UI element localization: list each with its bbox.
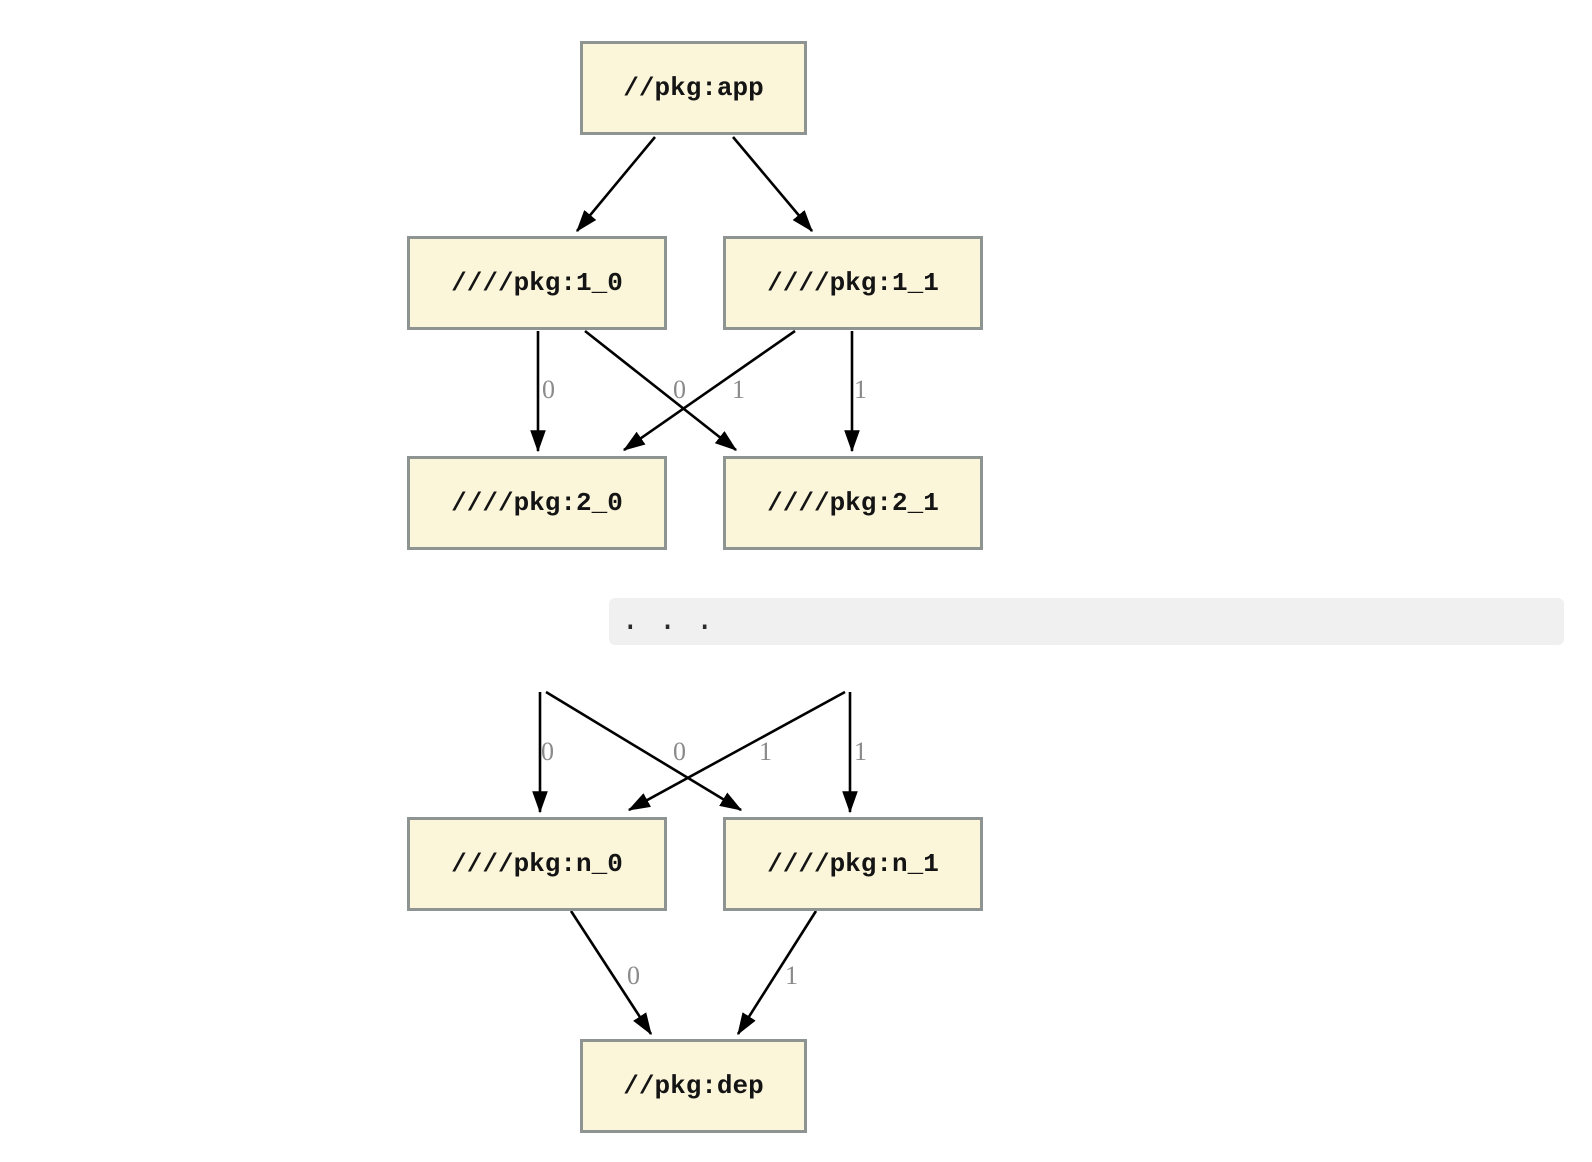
edge-n_0-dep	[569, 910, 653, 1036]
edge-label-n_0-dep: 0	[627, 961, 640, 990]
edge-ellipsis-n_1	[545, 690, 743, 812]
edge-label-ellipsis-n_0b: 0	[673, 737, 686, 766]
node-pkg-n-0: ////pkg:n_0	[407, 817, 667, 911]
edge-label-1_0-2_1: 1	[732, 375, 745, 404]
edge-label-n_1-dep: 1	[785, 961, 798, 990]
edge-app-1_0	[575, 136, 657, 233]
edge-label-ellipsis-n_1b: 1	[854, 737, 867, 766]
edge-label-ellipsis-n_1: 1	[759, 737, 772, 766]
edge-ellipsis-n_0b	[627, 690, 846, 812]
edge-app-1_1	[732, 136, 813, 232]
node-pkg-1-0: ////pkg:1_0	[407, 236, 667, 330]
node-pkg-n-1: ////pkg:n_1	[723, 817, 983, 911]
node-pkg-dep: //pkg:dep	[580, 1039, 807, 1133]
edge-n_1-dep	[736, 910, 818, 1036]
edge-1_1-2_0	[622, 329, 796, 452]
edge-label-1_1-2_0: 0	[673, 375, 686, 404]
ellipsis-bar: . . .	[609, 598, 1564, 645]
edge-label-ellipsis-n_0: 0	[541, 737, 554, 766]
edge-label-1_0-2_0: 0	[542, 375, 555, 404]
node-pkg-2-0: ////pkg:2_0	[407, 456, 667, 550]
edge-1_0-2_1	[584, 329, 738, 452]
node-pkg-app: //pkg:app	[580, 41, 807, 135]
node-pkg-2-1: ////pkg:2_1	[723, 456, 983, 550]
node-pkg-1-1: ////pkg:1_1	[723, 236, 983, 330]
edge-label-1_1-2_1: 1	[854, 375, 867, 404]
